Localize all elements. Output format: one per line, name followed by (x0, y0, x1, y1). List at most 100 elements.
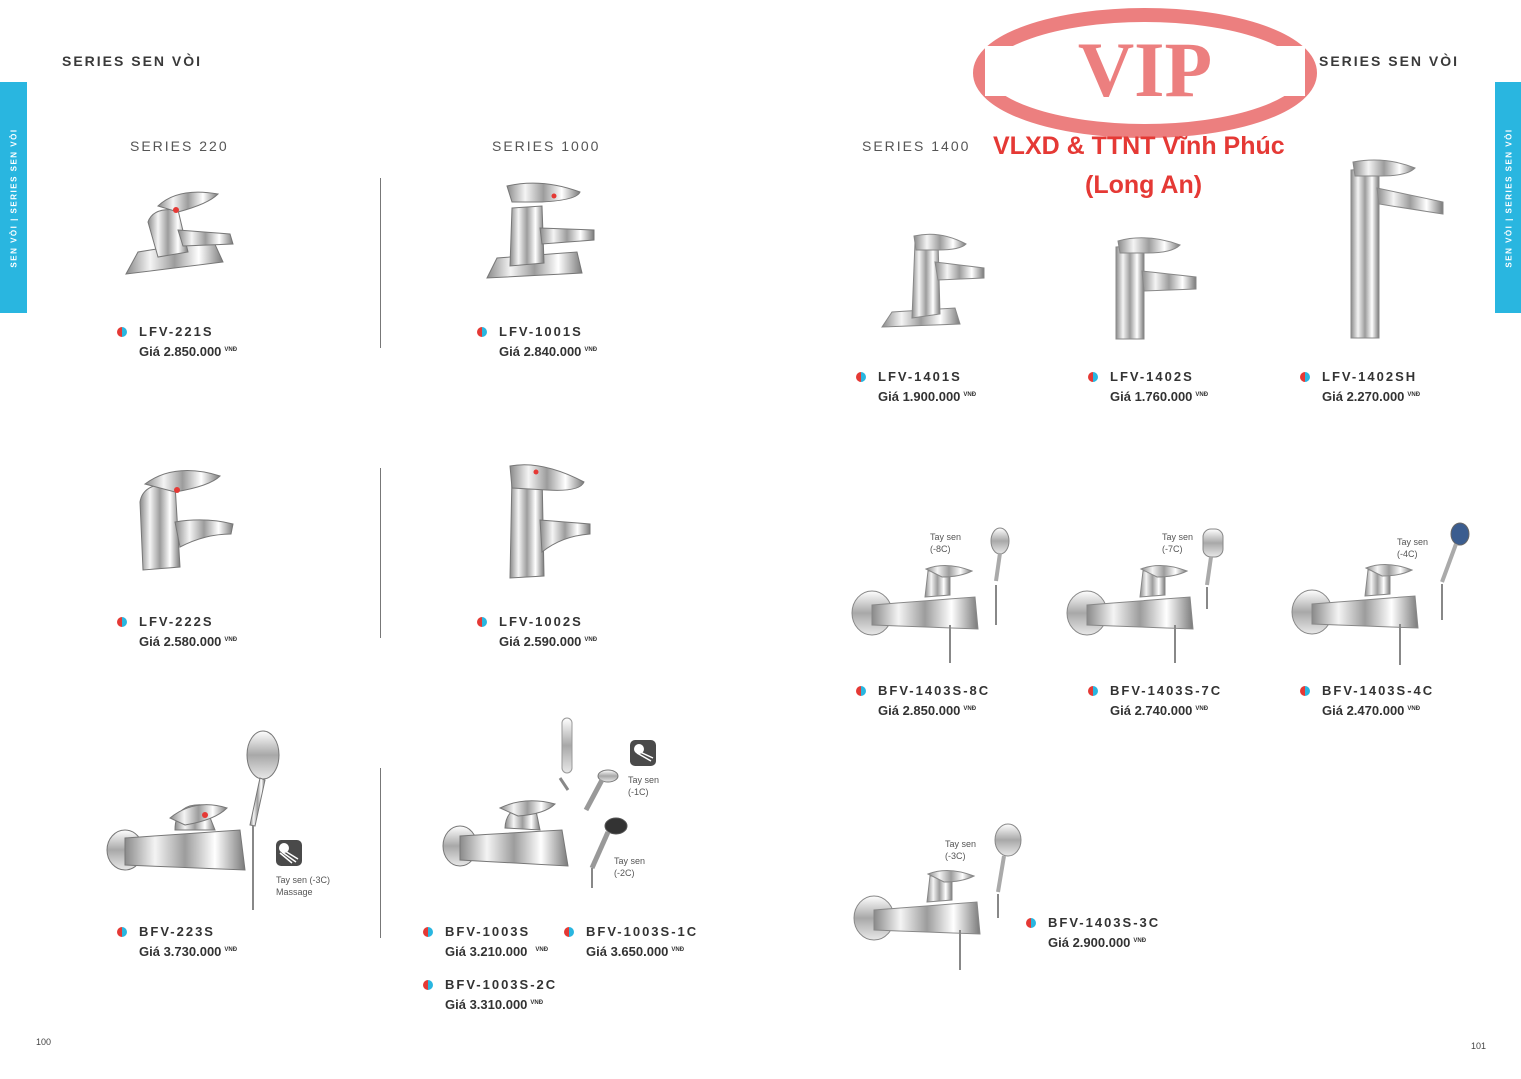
watermark-line1: VLXD & TTNT Vĩnh Phúc (993, 132, 1285, 160)
hot-cold-icon (117, 327, 127, 337)
vip-watermark-logo: VIP VLXD & TTNT Vĩnh Phúc (973, 8, 1317, 160)
faucet-lfv-1402s-image (1115, 237, 1197, 340)
faucet-lfv-221s-image (125, 191, 234, 275)
shower-bfv-1403s-7c-image (1066, 528, 1224, 663)
column-divider (380, 178, 381, 348)
faucet-lfv-1001s-image (486, 182, 595, 279)
right-page-number: 101 (1471, 1041, 1487, 1051)
hot-cold-icon (1088, 372, 1098, 382)
note-8c-line1: Tay sen (930, 532, 962, 542)
note-1003-2c-line1: Tay sen (614, 856, 646, 866)
right-side-tab: SEN VÒI | SERIES SEN VÒI (1495, 82, 1521, 313)
product-code: BFV-1003S-1C (564, 923, 698, 941)
massage-mode-icon (276, 840, 302, 866)
product-code: LFV-1402SH (1300, 368, 1420, 386)
hot-cold-icon (1088, 686, 1098, 696)
left-page-number: 100 (36, 1037, 52, 1047)
note-3c-line1: Tay sen (945, 839, 977, 849)
note-7c-line1: Tay sen (1162, 532, 1194, 542)
left-page-title: SERIES SEN VÒI (62, 53, 203, 69)
hot-cold-icon (1300, 372, 1310, 382)
series-220-label: SERIES 220 (130, 138, 229, 154)
product-code: LFV-1402S (1088, 368, 1208, 386)
note-8c-line2: (-8C) (930, 544, 951, 554)
note-4c-line1: Tay sen (1397, 537, 1429, 547)
hot-cold-icon (1300, 686, 1310, 696)
note-4c-line2: (-4C) (1397, 549, 1418, 559)
shower-bfv-1003s-image (442, 717, 628, 888)
shower-bfv-1403s-3c-image (853, 823, 1022, 970)
product-code: BFV-1003S-2C (423, 976, 557, 994)
shower-bfv-1403s-4c-image (1291, 522, 1470, 665)
spray-mode-icon (630, 740, 656, 766)
hot-cold-icon (117, 617, 127, 627)
product-code: BFV-1403S-8C (856, 682, 990, 700)
hot-cold-icon (856, 372, 866, 382)
faucet-lfv-1401s-image (881, 233, 985, 328)
logo-lettering: VIP (1078, 26, 1212, 113)
hot-cold-icon (423, 980, 433, 990)
faucet-lfv-1002s-image (509, 464, 591, 579)
column-divider (380, 768, 381, 938)
note-223-line2: Massage (276, 887, 313, 897)
faucet-lfv-1402sh-image (1350, 159, 1444, 339)
hot-cold-icon (423, 927, 433, 937)
hot-cold-icon (564, 927, 574, 937)
product-code: LFV-1001S (477, 323, 597, 341)
column-divider (380, 468, 381, 638)
product-code: BFV-1403S-7C (1088, 682, 1222, 700)
product-code: BFV-1403S-3C (1026, 914, 1160, 932)
product-code: LFV-1401S (856, 368, 976, 386)
note-1003-2c-line2: (-2C) (614, 868, 635, 878)
product-code: LFV-1002S (477, 613, 597, 631)
shower-bfv-1403s-8c-image (851, 527, 1010, 663)
note-3c-line2: (-3C) (945, 851, 966, 861)
product-code: LFV-222S (117, 613, 237, 631)
series-1400-label: SERIES 1400 (862, 138, 971, 154)
product-code: BFV-1003S (423, 923, 548, 941)
hot-cold-icon (856, 686, 866, 696)
product-code: BFV-1403S-4C (1300, 682, 1434, 700)
left-side-tab: SEN VÒI | SERIES SEN VÒI (0, 82, 27, 313)
product-code: BFV-223S (117, 923, 237, 941)
product-code: LFV-221S (117, 323, 237, 341)
note-1003-1c-line2: (-1C) (628, 787, 649, 797)
note-223-line1: Tay sen (-3C) (276, 875, 331, 885)
note-1003-1c-line1: Tay sen (628, 775, 660, 785)
hot-cold-icon (477, 617, 487, 627)
side-tab-label: SEN VÒI | SERIES SEN VÒI (1504, 127, 1513, 268)
shower-bfv-223s-image (106, 730, 280, 910)
faucet-lfv-222s-image (139, 470, 234, 571)
note-7c-line2: (-7C) (1162, 544, 1183, 554)
side-tab-label: SEN VÒI | SERIES SEN VÒI (9, 127, 18, 268)
